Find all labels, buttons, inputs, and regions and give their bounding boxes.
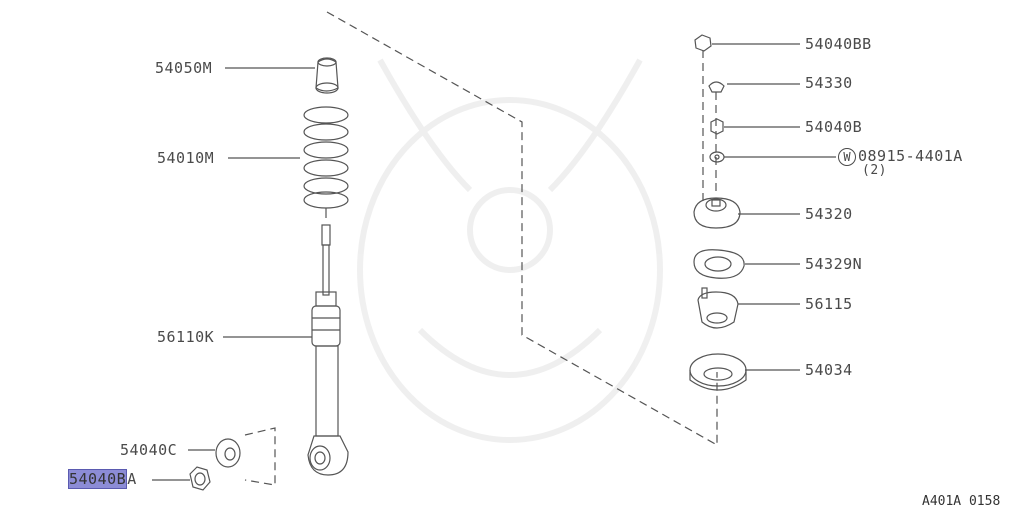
nut-small-part	[710, 118, 724, 135]
bump-stopper-part	[315, 57, 339, 94]
w-circle-icon: W	[838, 148, 856, 166]
part-label-54040ba[interactable]: 54040BA	[68, 469, 137, 489]
part-label-54050m[interactable]: 54050M	[155, 59, 213, 77]
part-label-54330[interactable]: 54330	[805, 74, 853, 92]
part-label-56110k[interactable]: 56110K	[157, 328, 215, 346]
part-label-54329n[interactable]: 54329N	[805, 255, 863, 273]
part-label-54010m[interactable]: 54010M	[157, 149, 215, 167]
part-label-56115[interactable]: 56115	[805, 295, 853, 313]
assembly-dashed-lines	[244, 11, 718, 486]
part-label-54034[interactable]: 54034	[805, 361, 853, 379]
mount-part	[693, 197, 741, 229]
part-number: 08915-4401A	[858, 147, 963, 165]
part-label-54040bb[interactable]: 54040BB	[805, 35, 872, 53]
coil-spring-part	[303, 106, 349, 218]
washer-small-part	[709, 151, 725, 163]
highlighted-part-number[interactable]: 54040B	[68, 469, 128, 489]
part-quantity: (2)	[862, 163, 887, 178]
watermark-logo	[357, 58, 663, 443]
washer-part	[215, 438, 241, 468]
spring-seat-part	[697, 287, 739, 329]
cap-part	[708, 81, 725, 93]
shock-absorber-part	[307, 224, 349, 476]
part-suffix: A	[127, 470, 137, 488]
gasket-part	[693, 249, 745, 279]
part-label-54320[interactable]: 54320	[805, 205, 853, 223]
diagram-code: A401A 0158	[922, 494, 1001, 509]
nut-part	[189, 466, 211, 491]
leader-lines	[152, 43, 836, 481]
top-nut-part	[694, 34, 712, 52]
insulator-part	[689, 353, 747, 391]
part-label-54040b[interactable]: 54040B	[805, 118, 863, 136]
part-label-54040c[interactable]: 54040C	[120, 441, 178, 459]
